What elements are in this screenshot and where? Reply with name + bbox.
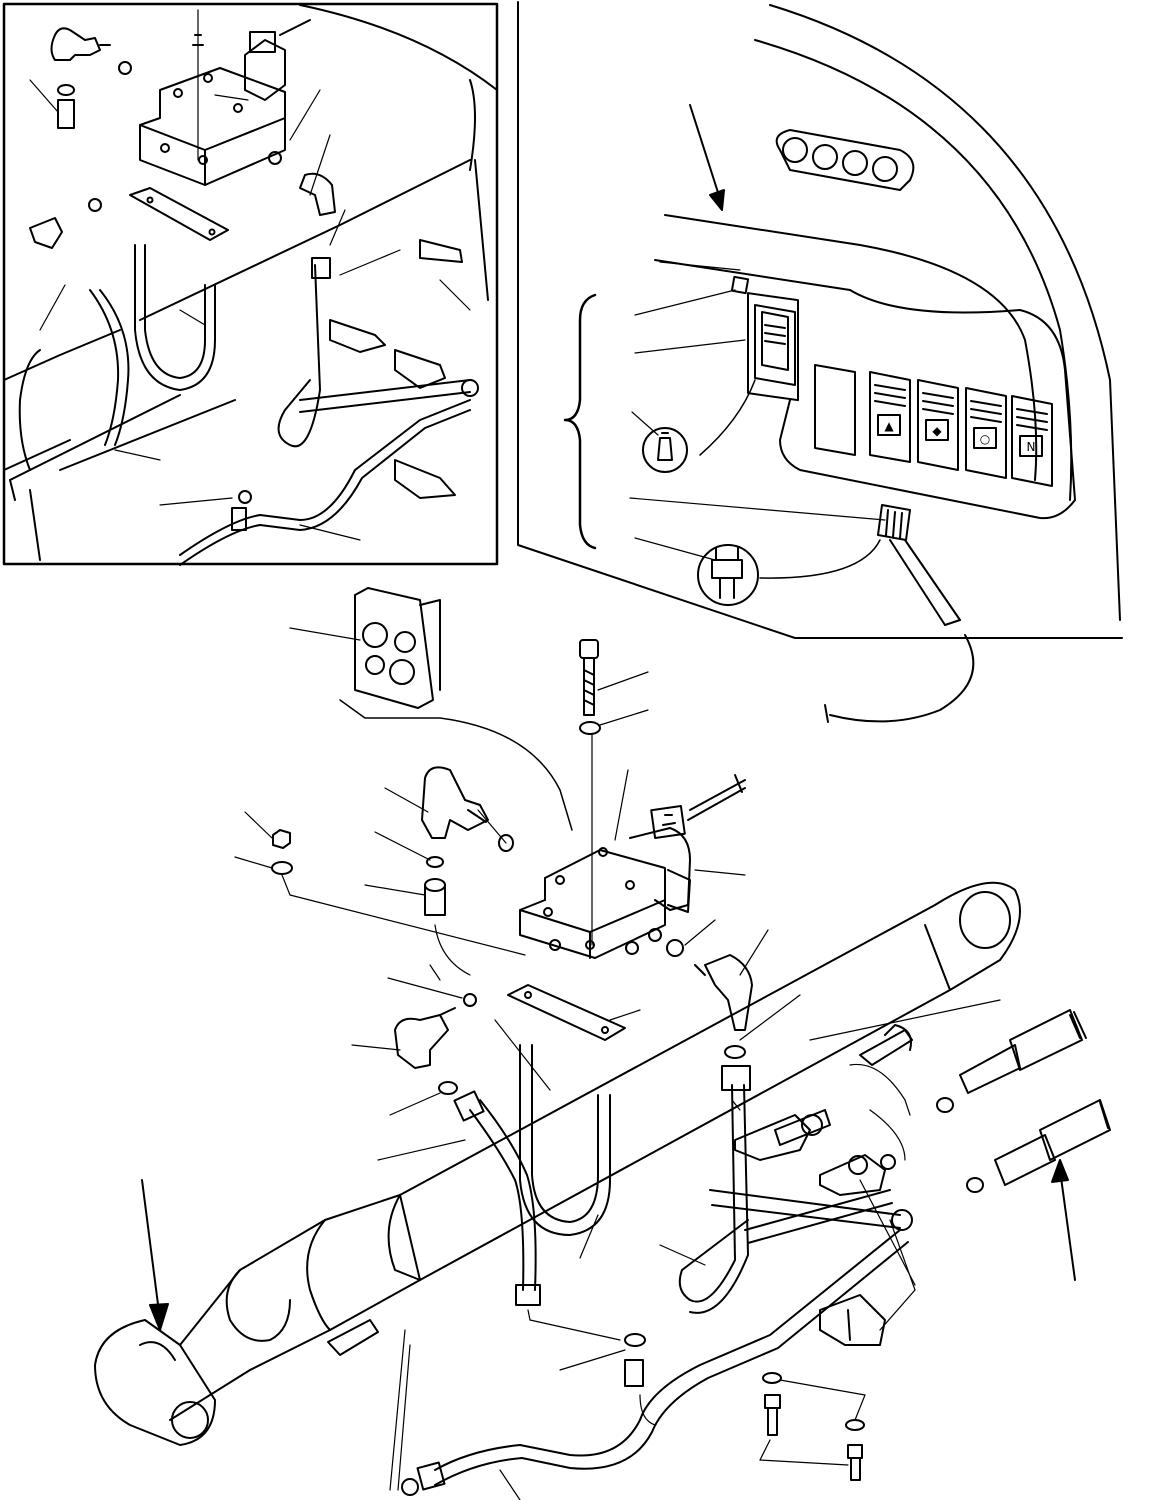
- inset-fitting-left: [57, 84, 75, 129]
- panel-switch-1: ▲: [869, 371, 911, 463]
- hydraulic-cylinder: [94, 881, 1021, 1446]
- arrow-icon: [689, 104, 725, 211]
- inset-elbow-top-left: [50, 27, 111, 61]
- main-clamps: [734, 1109, 896, 1346]
- main-elbow-lower: [394, 993, 477, 1069]
- inset-cylinder-upper: [139, 79, 476, 321]
- arrow-icon: [1051, 1159, 1076, 1281]
- panel-harness-to-valve: [829, 634, 975, 723]
- switch-row: ▲ ◆ ○ N: [869, 371, 1053, 487]
- main-elbow-right: [666, 939, 753, 1031]
- main-oring-lower: [438, 1081, 458, 1095]
- hose-card-line: [339, 699, 573, 831]
- main-oring-tube: [624, 1333, 646, 1347]
- bulb-detail: [642, 427, 688, 473]
- inset-u-tube: [134, 244, 216, 391]
- main-assembly: [94, 587, 1111, 1500]
- main-union: [624, 1359, 644, 1387]
- blank-slot: [814, 364, 856, 456]
- frames: [2, 1, 1123, 639]
- inset-plate: [129, 187, 229, 241]
- harness-connector: [877, 504, 961, 626]
- panel-leaders: [629, 261, 886, 561]
- inset-clamp-2: [394, 349, 446, 389]
- main-solenoid: [629, 774, 746, 913]
- main-oring-top: [498, 834, 514, 852]
- indicator-lens: [730, 275, 750, 295]
- inset-cylinder-lower: [9, 394, 236, 481]
- inset-solenoid: [244, 19, 311, 101]
- panel-recess: [654, 259, 1076, 520]
- inset-hose-left-b: [99, 289, 130, 446]
- main-valve-block: [519, 847, 666, 959]
- main-hose-left: [453, 1090, 541, 1306]
- inset-clamp-1: [329, 319, 386, 353]
- inset-elbow-right: [268, 151, 336, 216]
- inset-bar-1: [299, 379, 471, 413]
- main-elbow-upper: [421, 766, 489, 839]
- inset-cylinder: [3, 329, 121, 471]
- main-oring-small: [426, 856, 444, 868]
- inset-elbow-left: [29, 198, 102, 249]
- panel-switch-3: ○: [965, 387, 1007, 479]
- inset-lower-tube: [179, 399, 471, 556]
- warning-lamp-bar: [775, 129, 915, 191]
- switch-symbol-1: ▲: [884, 419, 894, 433]
- inset-clamp-low: [394, 459, 456, 499]
- fuse-detail: [697, 544, 759, 606]
- main-u-tube: [519, 1044, 611, 1236]
- switch-symbol-3: ○: [980, 432, 990, 446]
- inset-oring-low: [238, 490, 252, 504]
- main-nut: [272, 829, 291, 849]
- seal-kit-card: [354, 587, 441, 709]
- cab-inner-arc: [754, 39, 1073, 501]
- switch-panel-frame: [517, 1, 1123, 639]
- switch-symbol-2: ◆: [932, 424, 942, 438]
- inset-frame: [2, 2, 499, 566]
- inset-hose-right: [277, 264, 321, 448]
- main-bar-lower: [744, 1189, 893, 1244]
- inset-hose-left: [89, 289, 120, 446]
- quick-coupler-upper: [936, 1009, 1087, 1113]
- inset-cab-arc: [299, 4, 498, 91]
- main-plate: [507, 984, 626, 1041]
- panel-switch-4: N: [1011, 395, 1053, 487]
- inset-leaders: [29, 79, 471, 541]
- quick-coupler-lower: [966, 1099, 1111, 1193]
- main-bar-upper: [709, 1189, 901, 1229]
- main-lower-tube: [416, 1229, 909, 1491]
- main-washer: [271, 861, 293, 875]
- rocker-switch: [747, 292, 799, 402]
- cab-switch-panel-detail: ▲ ◆ ○ N: [563, 4, 1121, 723]
- cab-console-edge: [664, 214, 1038, 481]
- panel-switch-2: ◆: [917, 379, 959, 471]
- inset-small-pipe: [9, 479, 41, 561]
- main-hose-right: [678, 1065, 751, 1314]
- arrow-icon: [141, 1179, 169, 1331]
- inset-valve-detail: [3, 4, 498, 566]
- inset-fitting-right: [419, 159, 489, 301]
- top-washer: [579, 721, 601, 735]
- main-fitting-adapter: [424, 878, 446, 916]
- top-bolt: [579, 639, 599, 716]
- main-leaders: [234, 627, 1001, 1500]
- switch-symbol-4: N: [1027, 440, 1036, 454]
- inset-oring: [118, 61, 132, 75]
- inset-valve-block: [139, 67, 286, 186]
- group-bracket: [563, 293, 597, 550]
- bottom-screws: [762, 1372, 865, 1481]
- main-oring-right: [724, 1045, 746, 1059]
- cab-outer-arc: [769, 4, 1121, 621]
